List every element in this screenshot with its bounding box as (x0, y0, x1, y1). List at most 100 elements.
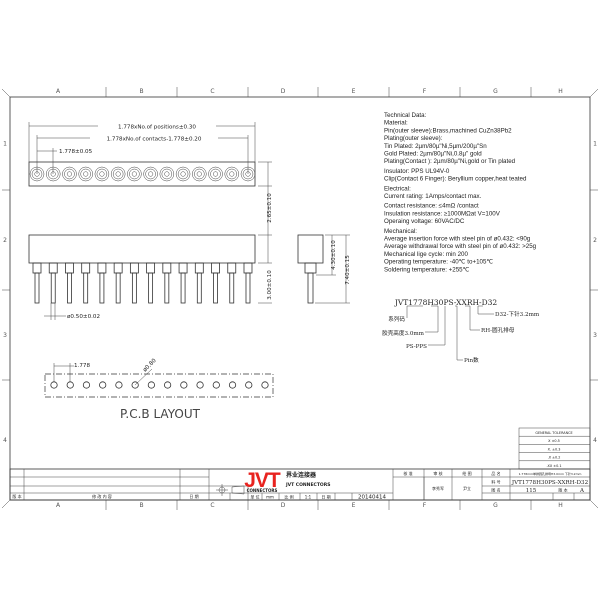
pcb-layout: 1.778 ø0.80 P.C.B LAYOUT (44, 358, 274, 421)
zone-column-label: A (56, 88, 61, 95)
date-value: 20140414 (358, 495, 386, 501)
unit-label: 单 位 (250, 494, 259, 500)
pcb-hole (212, 381, 220, 389)
top-view: 1.778xNo.of positions±0.30 1.778xNo.of c… (28, 122, 273, 263)
side-view-body (297, 234, 324, 264)
dim-height-label: 2.65±0.10 (267, 193, 273, 223)
frame-corner (589, 499, 599, 509)
tech-data-line: Current rating: 1Amps/contact max. (384, 193, 482, 200)
zone-column-label: E (352, 88, 356, 95)
tolerance-line: .X ±0.2 (548, 456, 561, 460)
dim-overall-label: 1.778xNo.of positions±0.30 (118, 125, 196, 131)
zone-column-label: H (558, 88, 563, 95)
tolerance-line: X ±0.5 (548, 439, 560, 443)
pin (146, 262, 156, 304)
jvt-logo: JVT CONNECTORS 界业连接器 JVT CONNECTORS (244, 469, 330, 493)
tech-data-line: Insulator: PPS UL94V-0 (384, 168, 450, 175)
contact-hole (159, 166, 175, 182)
pcb-hole (261, 381, 269, 389)
date-label: 日 期 (321, 494, 330, 500)
pin (243, 262, 253, 304)
contact-hole (208, 166, 223, 182)
logo-en-name: JVT CONNECTORS (285, 482, 330, 488)
logo-sub: CONNECTORS (247, 488, 278, 493)
pcb-hole (82, 381, 91, 389)
zone-column-label: D (281, 88, 286, 95)
zone-column-label: F (423, 88, 427, 95)
frame-corner (1, 499, 11, 509)
technical-data: Technical Data:Material:Pin(outer sleeve… (384, 112, 537, 273)
pcb-hole (131, 381, 139, 389)
scale-value: 1:1 (305, 495, 312, 500)
tolerance-line: X. ±0.3 (548, 447, 561, 451)
part-code-label-series: 系列码 (388, 315, 405, 323)
drawing-name: 115 (526, 488, 537, 494)
pin (32, 262, 42, 304)
product-name: 1.778mm单排圆孔排母H3.0mm 下针3.2mm (519, 471, 582, 476)
version-label: 版 本 (558, 487, 567, 493)
pcb-hole (147, 381, 155, 389)
contact-hole (62, 166, 77, 182)
zone-column-label: D (281, 502, 286, 509)
tech-data-line: Technical Data: (384, 112, 427, 119)
zone-column-label: C (210, 502, 214, 509)
tech-data-line: Plating(Contact ): 2µm/80µ"Ni,gold or Ti… (384, 158, 516, 165)
general-tolerance-box: GENERAL TOLERANCE X ±0.5 X. ±0.3 .X ±0.2 .XX… (518, 427, 591, 470)
zone-column-label: G (493, 88, 498, 95)
date-header: 日 期 (189, 493, 198, 499)
zone-row-label: 3 (593, 332, 597, 339)
dim-pin-length-label: 3.00±0.10 (267, 270, 273, 300)
tech-data-line: Electrical: (384, 185, 411, 192)
tech-data-line: Mechanical: (384, 228, 417, 235)
tolerance-line: GENERAL TOLERANCE (535, 431, 572, 435)
zone-column-label: H (558, 502, 563, 509)
tech-data-line: Mechanical lige cycle: min 200 (384, 251, 468, 258)
pin (211, 262, 220, 304)
tech-data-line: Clip(Contact 6 Finger): Beryllium copper… (384, 176, 527, 183)
pcb-outline (44, 373, 274, 398)
zone-row-label: 4 (3, 437, 7, 444)
tech-data-line: Average withdrawal force with steel pin … (384, 243, 537, 250)
pcb-hole (245, 381, 253, 389)
zone-column-label: C (210, 88, 214, 95)
dim-pitch-label: 1.778±0.05 (59, 149, 93, 155)
pin (194, 262, 204, 304)
pin (65, 262, 74, 304)
part-code-label-type: RH-圆孔排母 (481, 326, 515, 334)
tech-data-line: Contact resistance: ≤4mΩ /contact (384, 203, 479, 210)
tech-data-line: Insulation resistance: ≥1000MΩat V=100V (384, 210, 501, 217)
pin (178, 262, 188, 304)
content-header: 修 改 内 容 (92, 493, 112, 499)
zone-column-label: E (352, 502, 356, 509)
dim-side-total-label: 7.40±0.15 (345, 255, 351, 285)
reviewer-name: 李秀军 (432, 485, 444, 491)
tech-data-line: Tin Plated: 2µm/80µ"Ni,5µm/200µ"Sn (384, 143, 487, 150)
drafter-name: 尹立 (463, 485, 471, 491)
pcb-hole (66, 381, 74, 389)
pin (97, 262, 107, 304)
part-code-label-material: PS-PPS (406, 344, 427, 350)
part-code-label-tail: D32-下针3.2mm (495, 310, 540, 318)
part-code-label-height: 胶壳高度3.0mm (382, 329, 425, 337)
contact-hole (192, 166, 207, 182)
scale-label: 比 例 (284, 494, 293, 500)
frame-corner (589, 88, 599, 98)
approve-label: 核 准 (403, 470, 412, 476)
tech-data-line: Pin(outer sleeve):Brass,machined CuZn38P… (384, 127, 512, 134)
pin (113, 262, 123, 304)
pcb-hole (115, 381, 123, 389)
zone-row-label: 2 (593, 237, 597, 244)
pcb-title: P.C.B LAYOUT (120, 407, 201, 421)
tech-data-line: Operaing voltage: 60VAC/DC (384, 218, 465, 225)
pcb-hole (50, 381, 58, 389)
pcb-pitch-label: 1.778 (74, 363, 90, 369)
review-label: 审 核 (433, 470, 442, 476)
contact-hole (175, 166, 191, 182)
contact-hole (224, 166, 240, 182)
product-name-label: 品 名 (491, 470, 500, 476)
tolerance-line: .XX ±0.1 (546, 464, 561, 468)
side-view: 4.30±0.10 7.40±0.15 (297, 234, 351, 304)
logo-cn-name: 界业连接器 (286, 471, 317, 479)
